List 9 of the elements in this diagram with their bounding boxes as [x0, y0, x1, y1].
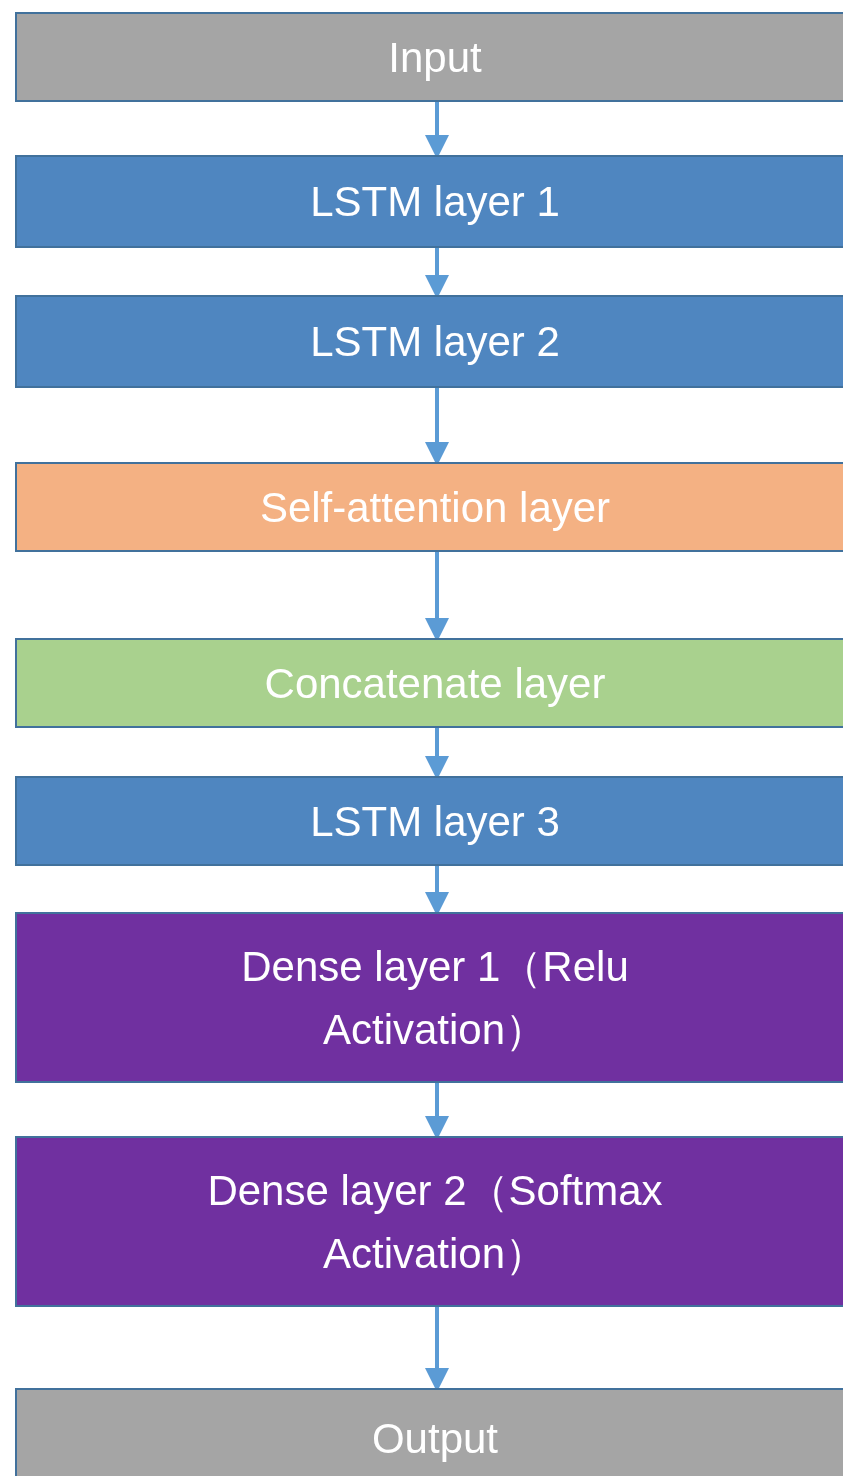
layer-box: Concatenate layer [15, 638, 843, 728]
layer-box: LSTM layer 3 [15, 776, 843, 866]
layer-box: Dense layer 1（Relu Activation） [15, 912, 843, 1083]
layer-box: Input [15, 12, 843, 102]
layer-box: Self-attention layer [15, 462, 843, 552]
layer-box: LSTM layer 1 [15, 155, 843, 248]
layer-box: Dense layer 2（Softmax Activation） [15, 1136, 843, 1307]
layer-box: Output [15, 1388, 843, 1476]
layer-box: LSTM layer 2 [15, 295, 843, 388]
